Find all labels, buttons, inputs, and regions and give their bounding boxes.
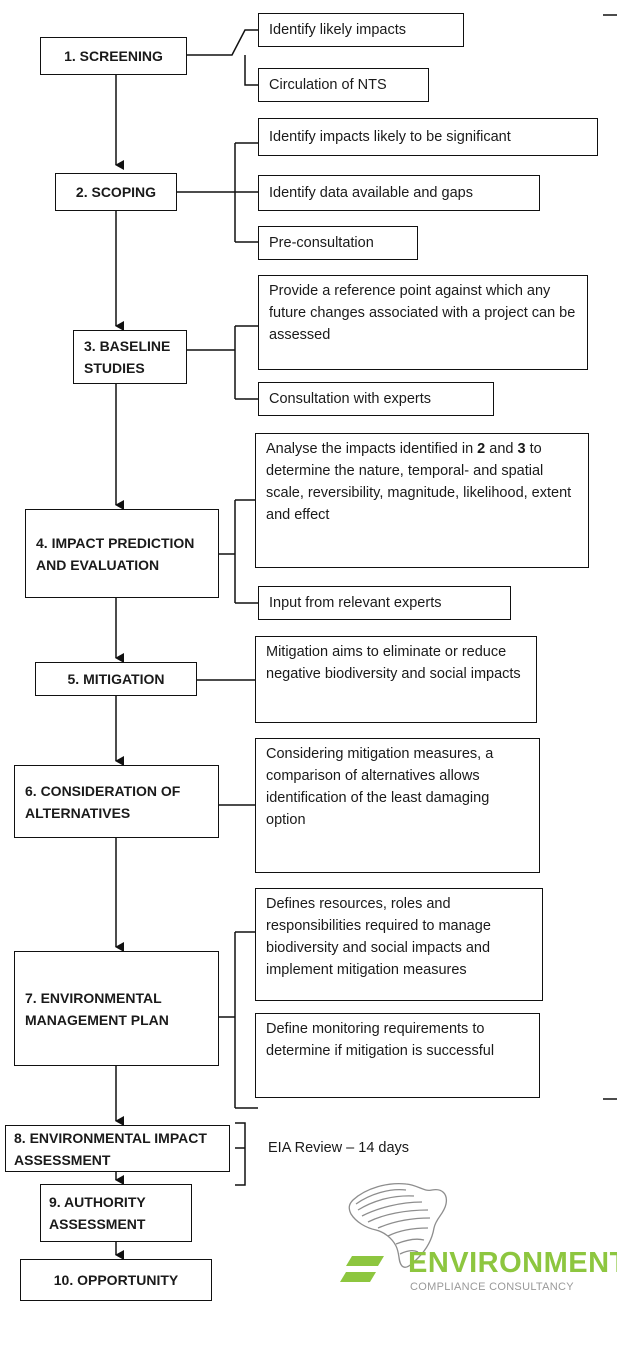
note-text: Pre-consultation xyxy=(269,235,374,251)
stage-7-environmental-management-plan: 7. ENVIRONMENTAL MANAGEMENT PLAN xyxy=(14,951,219,1066)
africa-map-icon xyxy=(340,1182,448,1282)
bracket xyxy=(219,931,258,1109)
stage-label: 6. CONSIDERATION OF ALTERNATIVES xyxy=(25,782,181,821)
stage-label: 2. SCOPING xyxy=(75,184,157,200)
bracket xyxy=(187,325,258,400)
note-text: Defines resources, roles and responsibil… xyxy=(266,896,491,978)
note-pre-consultation: Pre-consultation xyxy=(258,226,418,260)
note-consultation-with-experts: Consultation with experts xyxy=(258,382,494,416)
note-text-part: to determine the nature, temporal- and s… xyxy=(266,441,572,523)
stage-label: 7. ENVIRONMENTAL MANAGEMENT PLAN xyxy=(25,989,169,1028)
note-text-part: and xyxy=(485,441,518,457)
stage-label: 4. IMPACT PREDICTION AND EVALUATION xyxy=(36,534,195,573)
note-text: Mitigation aims to eliminate or reduce n… xyxy=(266,644,521,682)
note-text: Define monitoring requirements to determ… xyxy=(266,1021,495,1059)
note-analyse-impacts: Analyse the impacts identified in 2 and … xyxy=(255,433,589,568)
stage-8-environmental-impact-assessment: 8. ENVIRONMENTAL IMPACT ASSESSMENT xyxy=(5,1125,230,1172)
note-reference-point: Provide a reference point against which … xyxy=(258,275,588,370)
note-text: Identify likely impacts xyxy=(269,22,406,38)
note-text: Consultation with experts xyxy=(269,391,431,407)
stage-ref: 3 xyxy=(517,441,526,457)
note-identify-significant-impacts: Identify impacts likely to be significan… xyxy=(258,118,598,156)
stage-3-baseline-studies: 3. BASELINE STUDIES xyxy=(73,330,187,384)
stage-label: 8. ENVIRONMENTAL IMPACT ASSESSMENT xyxy=(14,1129,207,1168)
stage-label: 5. MITIGATION xyxy=(67,671,165,687)
stage-label: 10. OPPORTUNITY xyxy=(53,1272,179,1288)
note-input-from-experts: Input from relevant experts xyxy=(258,586,511,620)
bracket xyxy=(187,29,258,86)
note-text: Identify impacts likely to be significan… xyxy=(269,129,511,145)
note-comparison-of-alternatives: Considering mitigation measures, a compa… xyxy=(255,738,540,873)
stage-5-mitigation: 5. MITIGATION xyxy=(35,662,197,696)
note-text: Analyse the impacts identified in 2 and … xyxy=(266,438,578,526)
note-text: EIA Review – 14 days xyxy=(268,1140,410,1156)
note-identify-data-and-gaps: Identify data available and gaps xyxy=(258,175,540,211)
stage-label: 1. SCREENING xyxy=(64,48,163,64)
note-define-monitoring: Define monitoring requirements to determ… xyxy=(255,1013,540,1098)
bracket xyxy=(177,142,258,243)
note-mitigation-aims: Mitigation aims to eliminate or reduce n… xyxy=(255,636,537,723)
note-text: Identify data available and gaps xyxy=(269,185,473,201)
company-logo: ENVIRONMENTAL COMPLIANCE CONSULTANCY xyxy=(318,1170,617,1300)
note-text: Circulation of NTS xyxy=(269,77,387,93)
stage-ref: 2 xyxy=(477,441,486,457)
logo-wordmark: ENVIRONMENTAL COMPLIANCE CONSULTANCY xyxy=(408,1247,617,1293)
note-identify-likely-impacts: Identify likely impacts xyxy=(258,13,464,47)
bracket xyxy=(235,1122,246,1186)
note-text: Considering mitigation measures, a compa… xyxy=(266,746,494,828)
note-eia-review: EIA Review – 14 days xyxy=(268,1137,409,1159)
logo-tagline: COMPLIANCE CONSULTANCY xyxy=(410,1281,574,1293)
note-text: Input from relevant experts xyxy=(269,595,442,611)
stage-10-opportunity: 10. OPPORTUNITY xyxy=(20,1259,212,1301)
stage-2-scoping: 2. SCOPING xyxy=(55,173,177,211)
stage-label: 9. AUTHORITY ASSESSMENT xyxy=(49,1194,146,1232)
bracket xyxy=(219,499,258,604)
note-circulation-of-nts: Circulation of NTS xyxy=(258,68,429,102)
stage-4-impact-prediction: 4. IMPACT PREDICTION AND EVALUATION xyxy=(25,509,219,598)
note-defines-resources: Defines resources, roles and responsibil… xyxy=(255,888,543,1001)
stage-1-screening: 1. SCREENING xyxy=(40,37,187,75)
note-text: Provide a reference point against which … xyxy=(269,283,576,343)
stage-label: 3. BASELINE STUDIES xyxy=(84,338,171,376)
logo-name: ENVIRONMENTAL xyxy=(408,1247,617,1279)
stage-6-consideration-of-alternatives: 6. CONSIDERATION OF ALTERNATIVES xyxy=(14,765,219,838)
stage-9-authority-assessment: 9. AUTHORITY ASSESSMENT xyxy=(40,1184,192,1242)
note-text-part: Analyse the impacts identified in xyxy=(266,441,478,457)
